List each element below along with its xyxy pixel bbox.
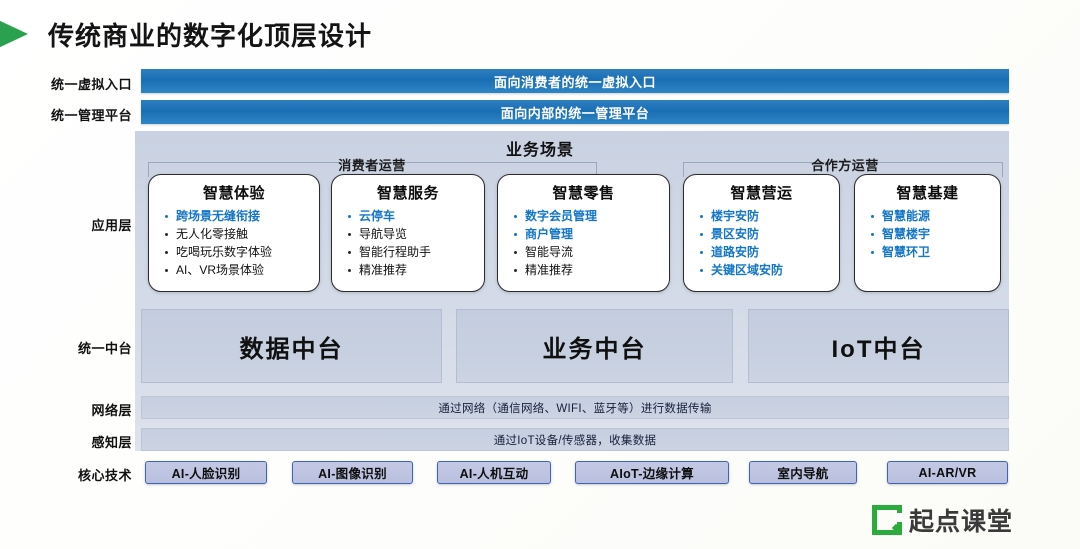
row-label-unified-platform: 统一管理平台	[50, 108, 132, 123]
list-item: 导航导览	[346, 225, 478, 243]
scenario-card-smart-operation[interactable]: 智慧营运 楼宇安防 景区安防 道路安防 关键区域安防	[683, 174, 840, 292]
consumer-operation-bracket	[148, 162, 597, 177]
network-layer-strip: 通过网络（通信网络、WIFI、蓝牙等）进行数据传输	[141, 396, 1009, 419]
list-item: 云停车	[346, 207, 478, 225]
core-tech-chip-edge-computing[interactable]: AIoT-边缘计算	[575, 461, 729, 484]
perception-layer-strip: 通过IoT设备/传感器，收集数据	[141, 428, 1009, 451]
list-item: 道路安防	[698, 243, 833, 261]
middle-platform-iot[interactable]: IoT中台	[748, 309, 1009, 383]
scenario-card-smart-experience[interactable]: 智慧体验 跨场景无缝衔接 无人化零接触 吃喝玩乐数字体验 AI、VR场景体验	[148, 174, 320, 292]
slide-title-row: 传统商业的数字化顶层设计	[0, 10, 1080, 58]
middle-platform-data[interactable]: 数据中台	[141, 309, 442, 383]
list-item: 数字会员管理	[512, 207, 663, 225]
scenario-card-smart-service[interactable]: 智慧服务 云停车 导航导览 智能行程助手 精准推荐	[331, 174, 485, 292]
card-title: 智慧基建	[896, 185, 959, 202]
list-item: 商户管理	[512, 225, 663, 243]
business-scenario-heading: 业务场景	[505, 142, 575, 159]
row-label-unified-middle-platform: 统一中台	[77, 341, 132, 356]
card-title: 智慧服务	[376, 185, 439, 202]
row-label-network-layer: 网络层	[91, 403, 132, 418]
row-label-application-layer: 应用层	[91, 218, 132, 233]
core-tech-chip-indoor-navigation[interactable]: 室内导航	[749, 461, 857, 484]
qidian-bracket-icon	[872, 505, 903, 535]
list-item: 智慧能源	[869, 207, 994, 225]
middle-platform-business[interactable]: 业务中台	[456, 309, 733, 383]
core-tech-chip-face-recognition[interactable]: AI-人脸识别	[145, 461, 267, 484]
list-item: 景区安防	[698, 225, 833, 243]
list-item: 楼宇安防	[698, 207, 833, 225]
scenario-card-smart-retail[interactable]: 智慧零售 数字会员管理 商户管理 智能导流 精准推荐	[497, 174, 670, 292]
card-item-list: 楼宇安防 景区安防 道路安防 关键区域安防	[690, 207, 833, 279]
list-item: 智慧楼宇	[869, 225, 994, 243]
list-item: 智能行程助手	[346, 243, 478, 261]
scenario-card-smart-infrastructure[interactable]: 智慧基建 智慧能源 智慧楼宇 智慧环卫	[854, 174, 1001, 292]
list-item: 精准推荐	[346, 261, 478, 279]
list-item: 关键区域安防	[698, 261, 833, 279]
card-title: 智慧体验	[202, 185, 265, 202]
brand-logo: 起点课堂	[872, 502, 1013, 538]
list-item: 跨场景无缝衔接	[163, 207, 313, 225]
core-tech-chip-ar-vr[interactable]: AI-AR/VR	[887, 461, 1008, 484]
card-item-list: 跨场景无缝衔接 无人化零接触 吃喝玩乐数字体验 AI、VR场景体验	[155, 207, 313, 279]
card-item-list: 数字会员管理 商户管理 智能导流 精准推荐	[504, 207, 663, 279]
list-item: 智能导流	[512, 243, 663, 261]
list-item: 吃喝玩乐数字体验	[163, 243, 313, 261]
green-arrow-marker-icon	[0, 12, 42, 56]
card-item-list: 智慧能源 智慧楼宇 智慧环卫	[861, 207, 994, 261]
list-item: 无人化零接触	[163, 225, 313, 243]
group-label-consumer-operation: 消费者运营	[338, 158, 406, 173]
row-label-perception-layer: 感知层	[91, 435, 132, 450]
list-item: AI、VR场景体验	[163, 261, 313, 279]
brand-logo-text: 起点课堂	[909, 508, 1014, 536]
card-title: 智慧零售	[552, 185, 615, 202]
row-label-core-technology: 核心技术	[77, 468, 132, 483]
card-item-list: 云停车 导航导览 智能行程助手 精准推荐	[338, 207, 478, 279]
list-item: 精准推荐	[512, 261, 663, 279]
unified-virtual-entry-bar: 面向消费者的统一虚拟入口	[141, 69, 1009, 93]
list-item: 智慧环卫	[869, 243, 994, 261]
row-label-unified-entry: 统一虚拟入口	[50, 77, 132, 92]
unified-management-platform-bar: 面向内部的统一管理平台	[141, 100, 1009, 124]
core-tech-chip-human-machine-interaction[interactable]: AI-人机互动	[437, 461, 551, 484]
partner-operation-bracket	[683, 162, 1003, 177]
core-tech-chip-image-recognition[interactable]: AI-图像识别	[292, 461, 413, 484]
group-label-partner-operation: 合作方运营	[811, 158, 879, 173]
card-title: 智慧营运	[730, 185, 793, 202]
page-title: 传统商业的数字化顶层设计	[48, 20, 373, 51]
